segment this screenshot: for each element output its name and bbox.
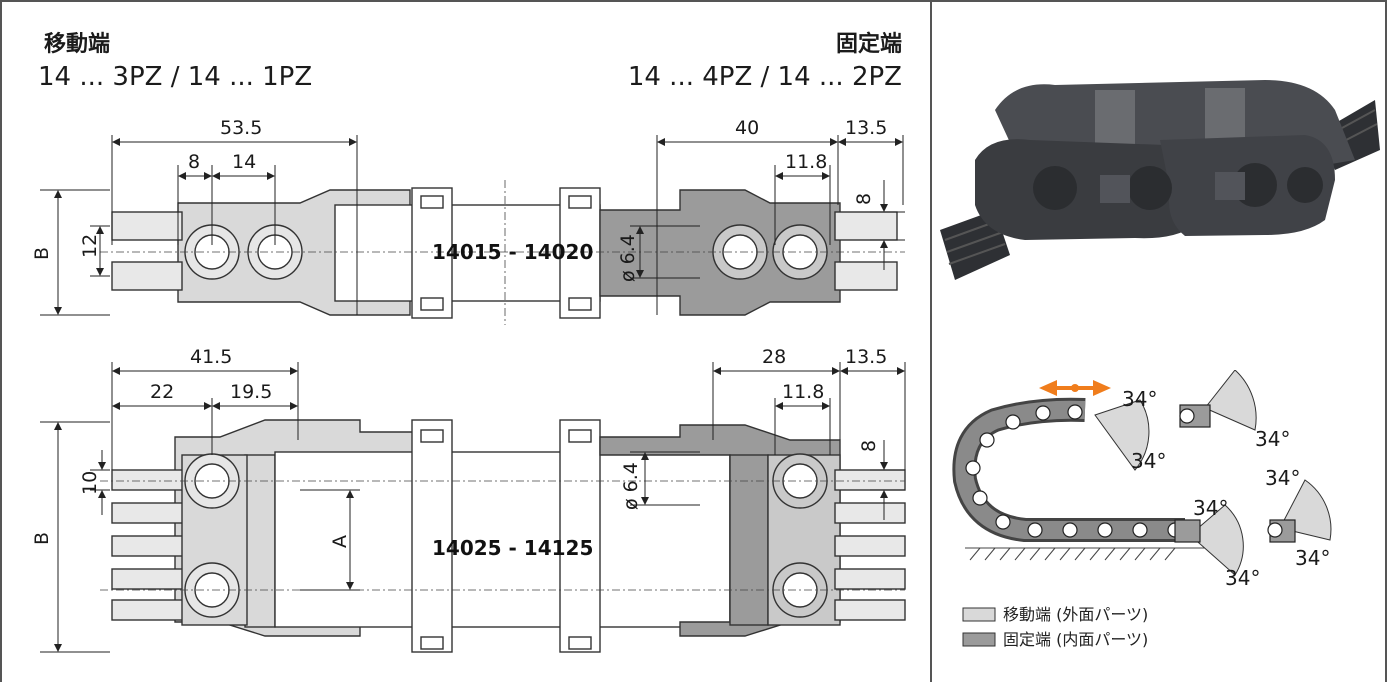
top-dim-40: 40: [735, 117, 759, 139]
mounting-bracket-drawings: 53.5 8 14 40 13.5 11.8 8 12 B ø 6.4 1401…: [31, 117, 906, 653]
top-dim-diameter: ø 6.4: [617, 234, 639, 282]
ground-hatch: [965, 547, 1235, 561]
bottom-model-range: 14025 - 14125: [432, 536, 593, 560]
angle-label-1: 34°: [1122, 387, 1157, 411]
top-dim-13-5: 13.5: [845, 117, 887, 139]
top-drawing: [100, 180, 905, 325]
angle-label-2: 34°: [1255, 427, 1290, 451]
top-dim-53-5: 53.5: [220, 117, 262, 139]
top-model-range: 14015 - 14020: [432, 240, 593, 264]
top-dim-14: 14: [232, 151, 256, 173]
legend-moving-label: 移動端 (外面パーツ): [1003, 605, 1148, 624]
bottom-dimension-lines: [40, 362, 906, 653]
bottom-left-fingers: [111, 469, 185, 621]
bottom-dim-A: A: [329, 535, 351, 548]
top-right-fingers: [834, 211, 898, 291]
angle-label-3: 34°: [1131, 449, 1166, 473]
angle-label-6: 34°: [1295, 546, 1330, 570]
angle-label-4: 34°: [1265, 466, 1300, 490]
top-dim-11-8: 11.8: [785, 151, 827, 173]
top-link-frame: [334, 204, 601, 302]
legend-swatch-moving: [962, 607, 996, 622]
fixed-end-title: 固定端: [835, 32, 902, 57]
bottom-dim-10: 10: [79, 471, 101, 495]
angle-label-7: 34°: [1225, 566, 1260, 590]
top-dim-8-vert: 8: [853, 193, 875, 205]
movement-arrow-icon: [1039, 380, 1111, 396]
bottom-dim-41-5: 41.5: [190, 346, 232, 368]
moving-end-title: 移動端: [44, 32, 111, 57]
legend: 移動端 (外面パーツ) 固定端 (内面パーツ): [962, 605, 1148, 649]
top-dimension-lines: [40, 135, 905, 316]
bottom-dim-19-5: 19.5: [230, 381, 272, 403]
bottom-right-fingers: [834, 469, 906, 621]
bottom-dim-28: 28: [762, 346, 786, 368]
angle-label-5: 34°: [1193, 496, 1228, 520]
bottom-dim-11-8: 11.8: [782, 381, 824, 403]
legend-fixed-label: 固定端 (内面パーツ): [1003, 630, 1148, 649]
bottom-dim-8-vert: 8: [858, 440, 880, 452]
bottom-dim-B: B: [31, 532, 53, 545]
bottom-dim-22: 22: [150, 381, 174, 403]
product-photo: [940, 80, 1380, 280]
top-dim-8: 8: [188, 151, 200, 173]
swivel-sectors: [1094, 370, 1332, 576]
moving-end-models: 14 ... 3PZ / 14 ... 1PZ: [38, 62, 313, 92]
bottom-dim-diameter: ø 6.4: [620, 462, 642, 510]
top-dim-B: B: [31, 247, 53, 260]
swivel-angle-diagram: 34° 34° 34° 34° 34° 34° 34° 移動端 (外面パーツ) …: [952, 370, 1332, 649]
bottom-dim-13-5: 13.5: [845, 346, 887, 368]
legend-swatch-fixed: [962, 632, 996, 647]
chain-pins: [965, 404, 1183, 538]
top-dim-12: 12: [79, 234, 101, 258]
panel-divider: [930, 0, 932, 682]
top-left-fingers: [111, 211, 183, 291]
fixed-end-models: 14 ... 4PZ / 14 ... 2PZ: [627, 62, 902, 92]
chain-illustration: [940, 80, 1380, 280]
